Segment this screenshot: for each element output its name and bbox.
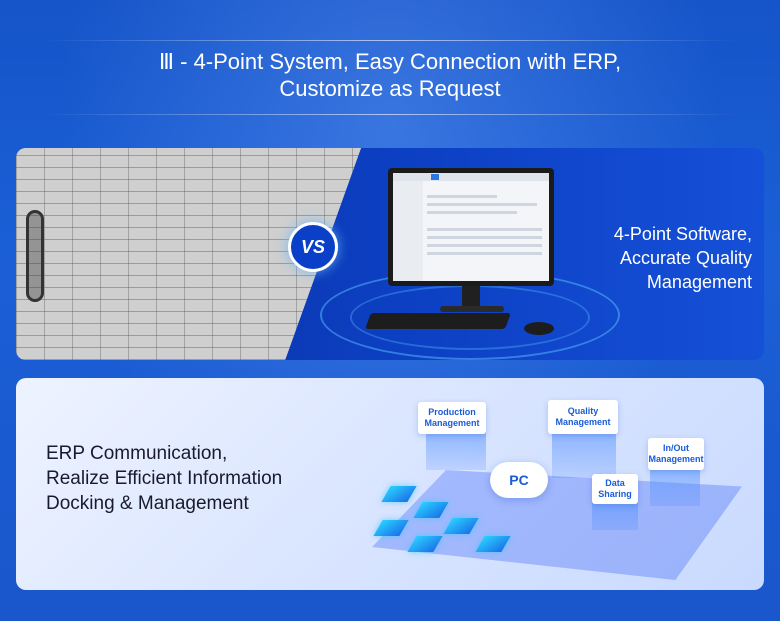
mouse-image (524, 322, 554, 335)
production-label-line2: Management (424, 418, 480, 428)
data-sharing-node: Data Sharing (592, 474, 638, 504)
page-title: Ⅲ - 4-Point System, Easy Connection with… (0, 48, 780, 102)
pc-cloud-icon: PC (490, 462, 548, 498)
erp-caption-line2: Realize Efficient Information (46, 468, 283, 489)
screen-row (427, 195, 497, 198)
keyboard-image (365, 313, 511, 329)
inout-management-node: In/Out Management (648, 438, 704, 470)
monitor-image (388, 168, 554, 286)
page-title-line1: Ⅲ - 4-Point System, Easy Connection with… (158, 49, 622, 74)
quality-label-line1: Quality (567, 406, 599, 416)
screen-row (427, 236, 542, 239)
screen-row (427, 211, 517, 214)
data-label-line1: Data (605, 478, 625, 488)
production-label-line1: Production (428, 407, 476, 417)
screen-button (431, 174, 439, 180)
production-management-node: Production Management (418, 402, 486, 434)
quality-label-line2: Management (555, 417, 611, 427)
node-beam (650, 466, 700, 506)
monitor-stand-base (440, 306, 504, 312)
screen-row (427, 252, 542, 255)
software-screen (393, 173, 549, 281)
title-divider-bottom (40, 114, 740, 115)
erp-caption-line3: Docking & Management (46, 493, 249, 514)
vs-badge: VS (288, 222, 338, 272)
monitor-stand (462, 286, 480, 308)
screen-row (427, 228, 542, 231)
software-caption-line2: Accurate Quality (619, 248, 752, 268)
data-label-line2: Sharing (598, 489, 632, 499)
node-beam (592, 500, 638, 530)
software-caption-line3: Management (646, 272, 752, 292)
page-title-line2: Customize as Request (279, 76, 501, 101)
erp-caption-line1: ERP Communication, (46, 443, 228, 464)
inout-label-line2: Management (648, 454, 704, 464)
inout-label-line1: In/Out (662, 443, 689, 453)
screen-row (427, 203, 537, 206)
screen-row (427, 244, 542, 247)
software-caption: 4-Point Software, Accurate Quality Manag… (560, 222, 752, 294)
screen-toolbar (393, 173, 549, 181)
node-beam (552, 430, 616, 478)
screen-sidebar (393, 181, 423, 281)
software-caption-line1: 4-Point Software, (613, 224, 752, 244)
title-divider-top (40, 40, 740, 41)
erp-caption: ERP Communication, Realize Efficient Inf… (46, 441, 346, 516)
clipboard-clip-icon (26, 210, 44, 302)
node-beam (426, 430, 486, 470)
quality-management-node: Quality Management (548, 400, 618, 434)
